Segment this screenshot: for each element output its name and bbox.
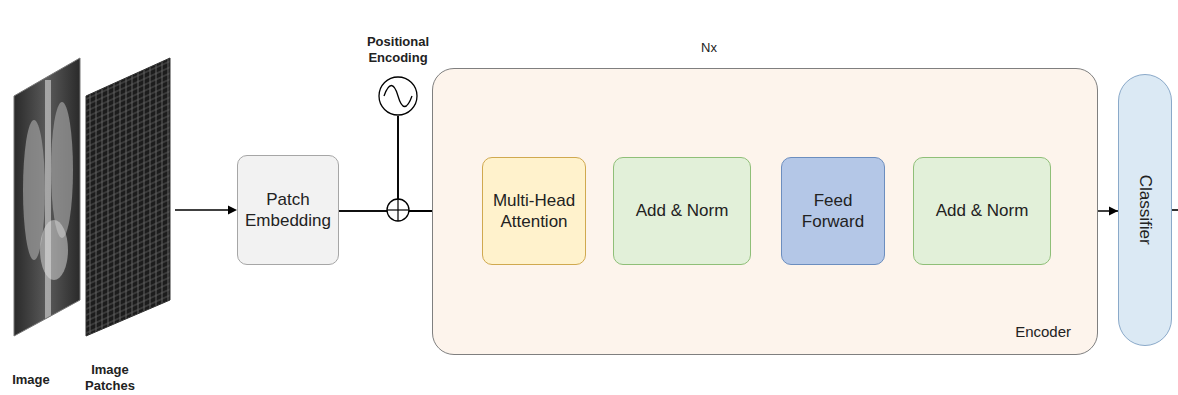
image-patches	[86, 58, 170, 336]
classifier-box: Classifier	[1118, 74, 1172, 346]
image-label: Image Patches	[80, 362, 140, 393]
add-norm-box: Add & Norm	[913, 157, 1051, 265]
node-label: Encoder	[1015, 323, 1071, 340]
node-label: Patch Embedding	[244, 189, 332, 232]
add-norm-box: Add & Norm	[613, 157, 751, 265]
node-label: Multi-Head Attention	[489, 190, 579, 233]
node-label: Nx	[689, 40, 729, 55]
output-arrow	[1172, 210, 1178, 211]
node-label: Add & Norm	[636, 200, 729, 221]
node-label: Add & Norm	[936, 200, 1029, 221]
image-label: Image	[6, 372, 56, 388]
process-box: Patch Embedding	[237, 155, 339, 265]
node-label: Positional Encoding	[353, 34, 443, 67]
encoder-block: NxEncoderMulti-Head AttentionAdd & NormF…	[432, 68, 1098, 355]
node-label: Feed Forward	[788, 190, 878, 233]
xray-image	[14, 58, 80, 336]
input-arrow	[175, 206, 237, 215]
feed-forward-box: Feed Forward	[781, 157, 885, 265]
sine-symbol	[384, 86, 412, 107]
attention-box: Multi-Head Attention	[482, 157, 586, 265]
node-label: Classifier	[1134, 175, 1155, 245]
encoding-circle: Positional Encoding	[378, 76, 418, 116]
circle-outline	[378, 76, 418, 116]
sum-symbol	[387, 199, 409, 221]
